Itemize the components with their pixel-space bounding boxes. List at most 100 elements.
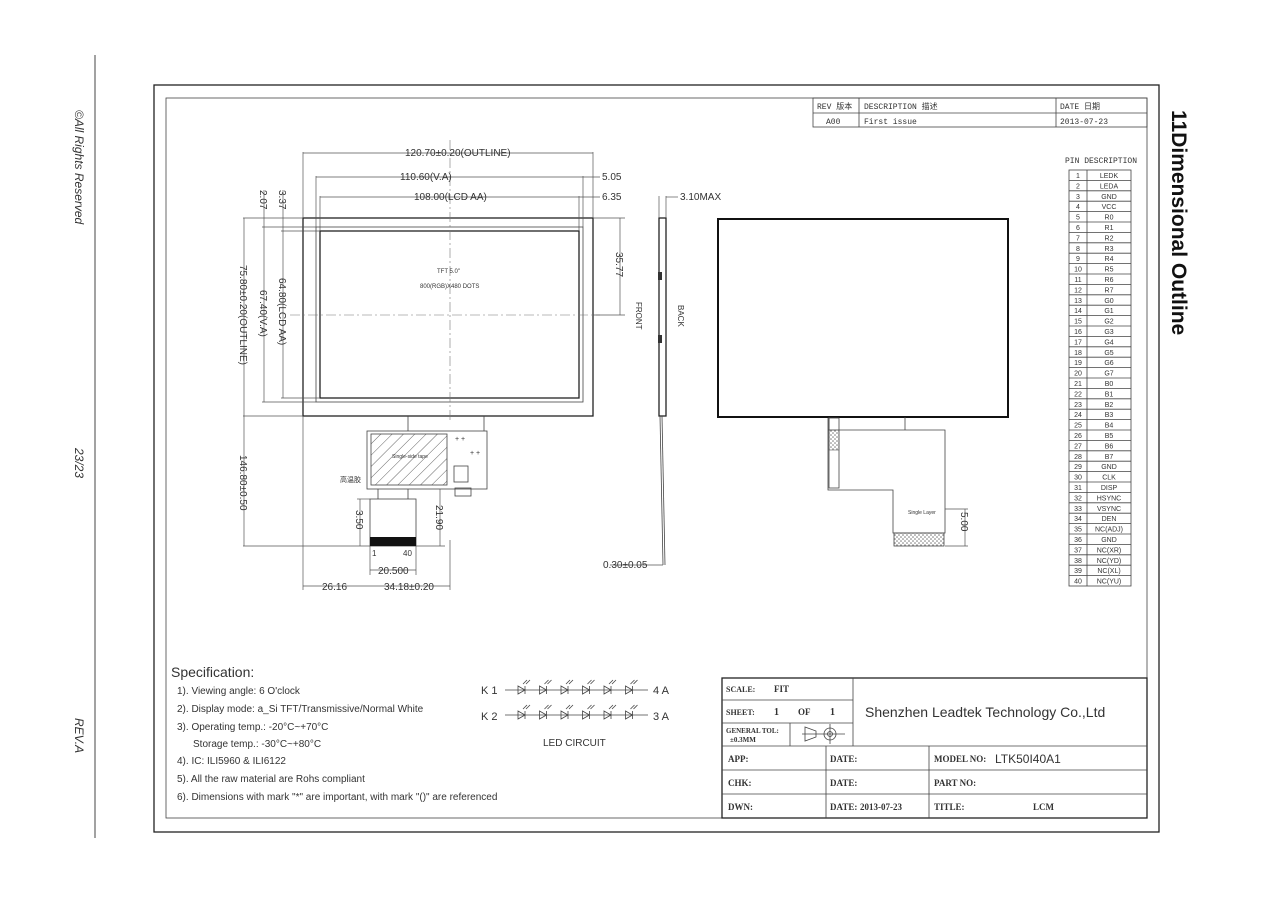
app-label: APP: — [728, 754, 749, 764]
pin-function: B7 — [1105, 454, 1114, 461]
dim-outline-height: 75.80±0.20(OUTLINE) — [237, 265, 248, 365]
pin-function: R1 — [1105, 225, 1114, 232]
spec-item-3: 3). Operating temp.: -20°C~+70°C — [177, 722, 328, 733]
pin-function: G3 — [1104, 329, 1113, 336]
pin-number: 11 — [1074, 277, 1081, 284]
pin-function: G5 — [1104, 350, 1113, 357]
front-dimensions: 120.70±0.20(OUTLINE) 110.60(V.A) 5.05 10… — [237, 148, 625, 593]
pin-number: 26 — [1074, 433, 1082, 440]
pin-number: 22 — [1074, 391, 1082, 398]
spec-item-3b: Storage temp.: -30°C~+80°C — [193, 739, 321, 750]
led-diode-icon — [582, 710, 591, 720]
dim-fpc-total: 146.80±0.50 — [237, 455, 248, 511]
dwn-date-label: DATE: — [830, 802, 857, 812]
spec-item-6: 6). Dimensions with mark "*" are importa… — [177, 792, 497, 803]
spec-item-4: 4). IC: ILI5960 & ILI6122 — [177, 756, 286, 767]
pin-function: B1 — [1105, 391, 1114, 398]
spec-item-2: 2). Display mode: a_Si TFT/Transmissive/… — [177, 704, 424, 715]
pin-function: B6 — [1105, 443, 1114, 450]
dim-lcd-aa-width: 108.00(LCD AA) — [414, 192, 487, 203]
pin-function: B4 — [1105, 423, 1114, 430]
pin-function: DISP — [1101, 485, 1118, 492]
pin-function: R3 — [1105, 246, 1114, 253]
title-label: TITLE: — [934, 802, 965, 812]
dim-030: 0.30±0.05 — [603, 560, 648, 571]
pin-function: G6 — [1104, 360, 1113, 367]
spec-item-1: 1). Viewing angle: 6 O'clock — [177, 686, 301, 697]
led-diode-icon — [539, 710, 548, 720]
of-label: OF — [798, 707, 811, 717]
pin-number: 17 — [1074, 339, 1082, 346]
chk-label: CHK: — [728, 778, 752, 788]
pin-function: B2 — [1105, 402, 1114, 409]
pin-function: G0 — [1104, 298, 1113, 305]
pin-function: DEN — [1102, 516, 1117, 523]
pin-number: 40 — [1074, 579, 1082, 586]
pin-number: 38 — [1074, 558, 1082, 565]
front-label: FRONT — [634, 302, 643, 330]
pin-number: 1 — [1076, 173, 1080, 180]
pin-function: GND — [1101, 194, 1117, 201]
fpc-contacts — [370, 537, 416, 546]
dim-505: 5.05 — [602, 172, 622, 183]
date-header: DATE 日期 — [1060, 102, 1100, 112]
pin-function: G4 — [1104, 339, 1113, 346]
dwn-date-value: 2013-07-23 — [860, 802, 902, 812]
led-diode-icon — [625, 710, 634, 720]
pin-number: 27 — [1074, 443, 1082, 450]
revision-label: REV.A — [72, 718, 86, 753]
pin-number: 28 — [1074, 454, 1082, 461]
dim-20500: 20.500 — [378, 566, 409, 577]
tol-label: GENERAL TOL: — [726, 727, 779, 735]
led-diode-icon — [539, 685, 548, 695]
dim-350: 3.50 — [353, 510, 364, 530]
dim-va-height: 67.40(V.A) — [257, 290, 268, 337]
pin-number: 37 — [1074, 547, 1082, 554]
pin-number: 13 — [1074, 298, 1082, 305]
dim-207: 2.07 — [257, 190, 268, 210]
pin-number: 6 — [1076, 225, 1080, 232]
pin-function: VCC — [1102, 204, 1117, 211]
pin-number: 24 — [1074, 412, 1082, 419]
dim-310: 3.10MAX — [680, 192, 721, 203]
rights-text: ©All Rights Reserved — [72, 110, 86, 225]
pin-40-label: 40 — [403, 549, 412, 558]
pin-function: R0 — [1105, 215, 1114, 222]
pin-number: 10 — [1074, 267, 1082, 274]
ic-tape-label: Single-side tape — [392, 454, 428, 460]
led-row1-right: 4 A — [653, 685, 670, 697]
pin-function: HSYNC — [1097, 495, 1122, 502]
pin-function: R7 — [1105, 287, 1114, 294]
pin-number: 2 — [1076, 183, 1080, 190]
specification-block: Specification: 1). Viewing angle: 6 O'cl… — [171, 664, 497, 803]
dim-635: 6.35 — [602, 192, 622, 203]
back-outline — [717, 218, 1009, 418]
tft-size-label: TFT 5.0" — [437, 269, 460, 275]
back-view: Single Layer 5.00 — [717, 218, 1009, 547]
pin-function: R6 — [1105, 277, 1114, 284]
dwn-label: DWN: — [728, 802, 753, 812]
led-circuit-label: LED CIRCUIT — [543, 738, 606, 749]
pin-function: G1 — [1104, 308, 1113, 315]
description-value: First issue — [864, 118, 917, 127]
front-view: TFT 5.0" 800(RGB)X480 DOTS Single-side t… — [290, 140, 600, 558]
pin-number: 33 — [1074, 506, 1082, 513]
pin-number: 4 — [1076, 204, 1080, 211]
pin-number: 34 — [1074, 516, 1082, 523]
pin-function: G7 — [1104, 371, 1113, 378]
app-date-label: DATE: — [830, 754, 857, 764]
pin-number: 35 — [1074, 527, 1082, 534]
pin-number: 29 — [1074, 464, 1082, 471]
led-diode-icon — [517, 685, 526, 695]
pin-number: 5 — [1076, 215, 1080, 222]
pin-number: 16 — [1074, 329, 1082, 336]
projection-symbol-icon — [802, 724, 845, 744]
pin-function: NC(ADJ) — [1095, 527, 1123, 534]
scale-label: SCALE: — [726, 685, 755, 694]
dim-lcd-aa-height: 64.80(LCD AA) — [276, 278, 287, 345]
page-number: 23/23 — [72, 447, 86, 478]
pin-number: 3 — [1076, 194, 1080, 201]
dim-2616: 26.16 — [322, 582, 347, 593]
company-name: Shenzhen Leadtek Technology Co.,Ltd — [865, 704, 1105, 720]
pin-number: 31 — [1074, 485, 1082, 492]
